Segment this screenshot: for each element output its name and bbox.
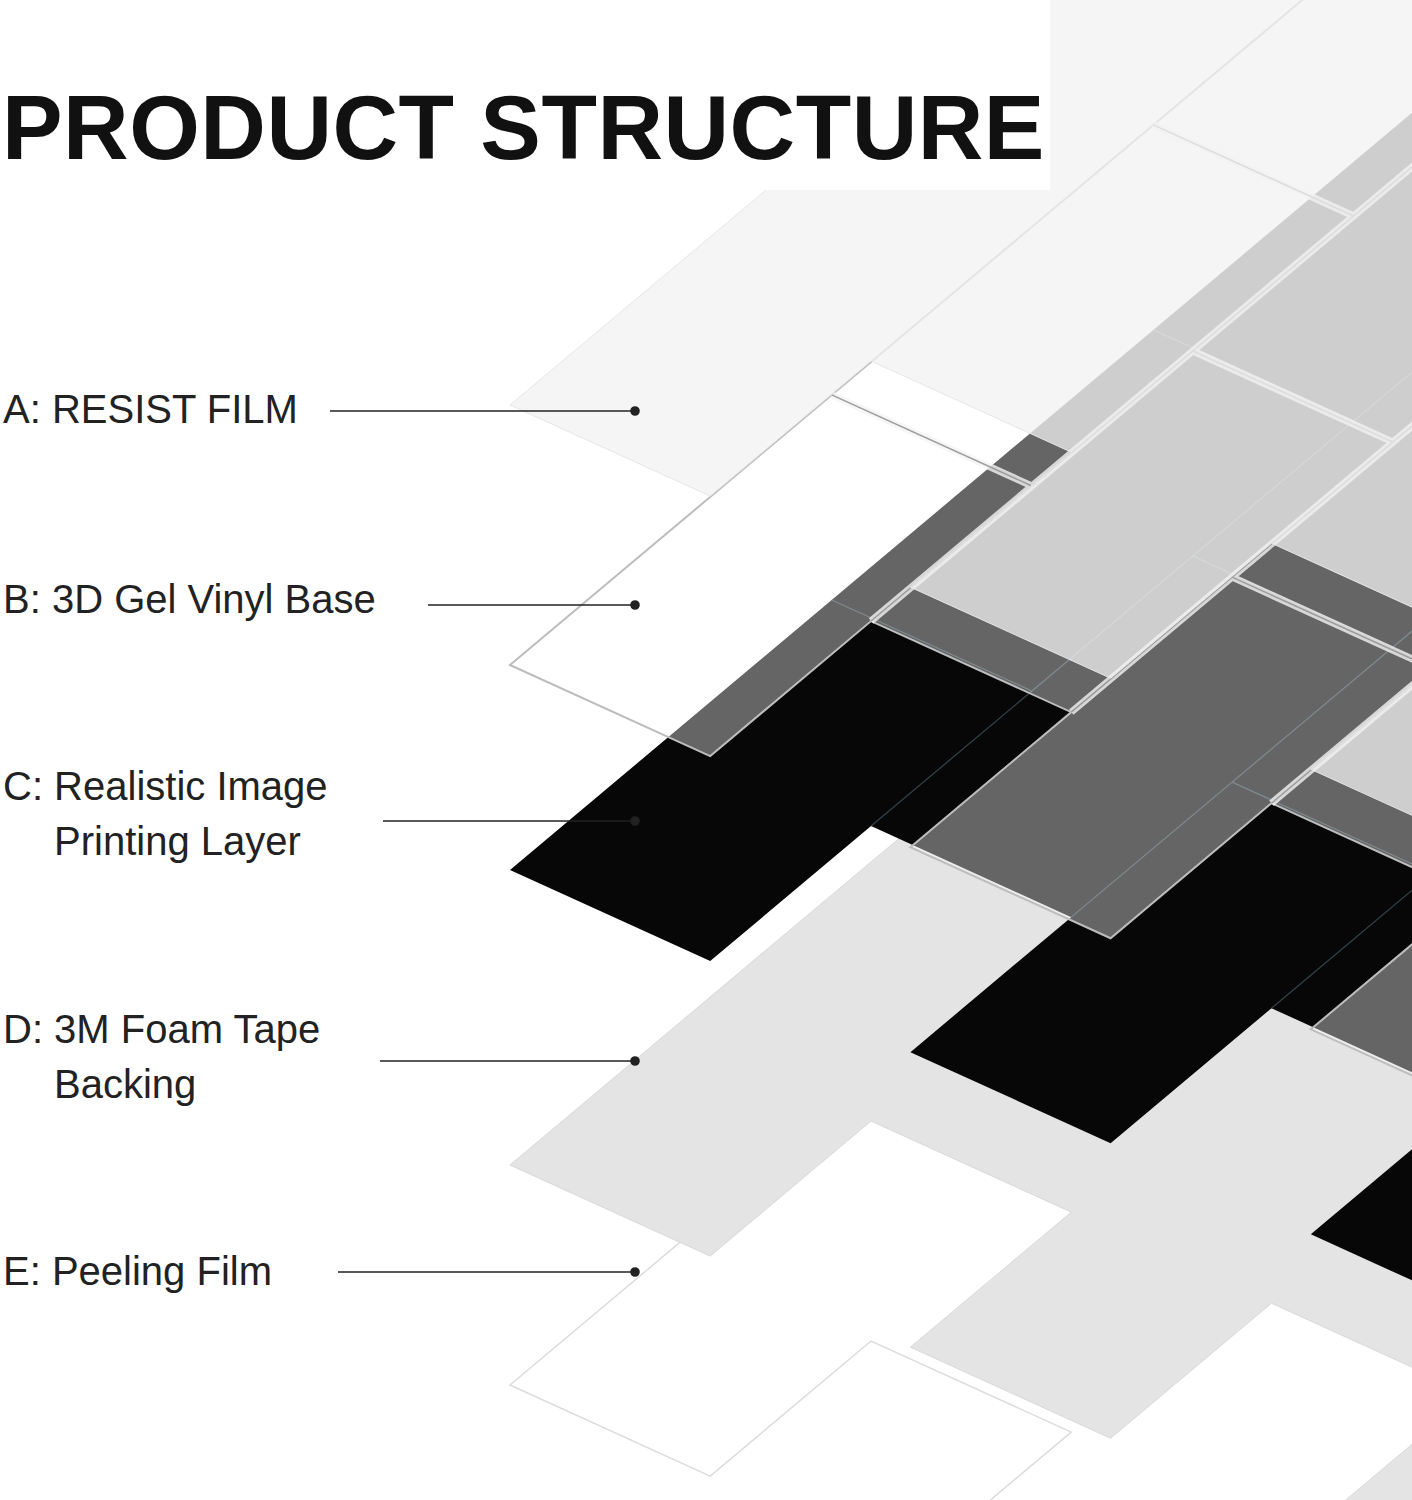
part-label: B: 3D Gel Vinyl Base (3, 572, 443, 627)
diagram-title: PRODUCT STRUCTURE (2, 83, 1045, 174)
leader-dot (631, 601, 639, 609)
leader-line (338, 1271, 635, 1273)
layer-stack (510, 0, 1412, 1500)
leader-line (380, 1060, 635, 1062)
leader-dot (631, 407, 639, 415)
leader-dot (631, 1057, 639, 1065)
leader-line (428, 604, 635, 606)
leader-line (330, 410, 635, 412)
part-label: A: RESIST FILM (3, 382, 423, 437)
leader-line (383, 820, 635, 822)
leader-dot (631, 817, 639, 825)
leader-dot (631, 1268, 639, 1276)
part-label: E: Peeling Film (3, 1244, 423, 1299)
part-label: C: Realistic Image Printing Layer (3, 759, 393, 869)
leader-lines (330, 407, 639, 1276)
part-label: D: 3M Foam Tape Backing (3, 1002, 393, 1112)
